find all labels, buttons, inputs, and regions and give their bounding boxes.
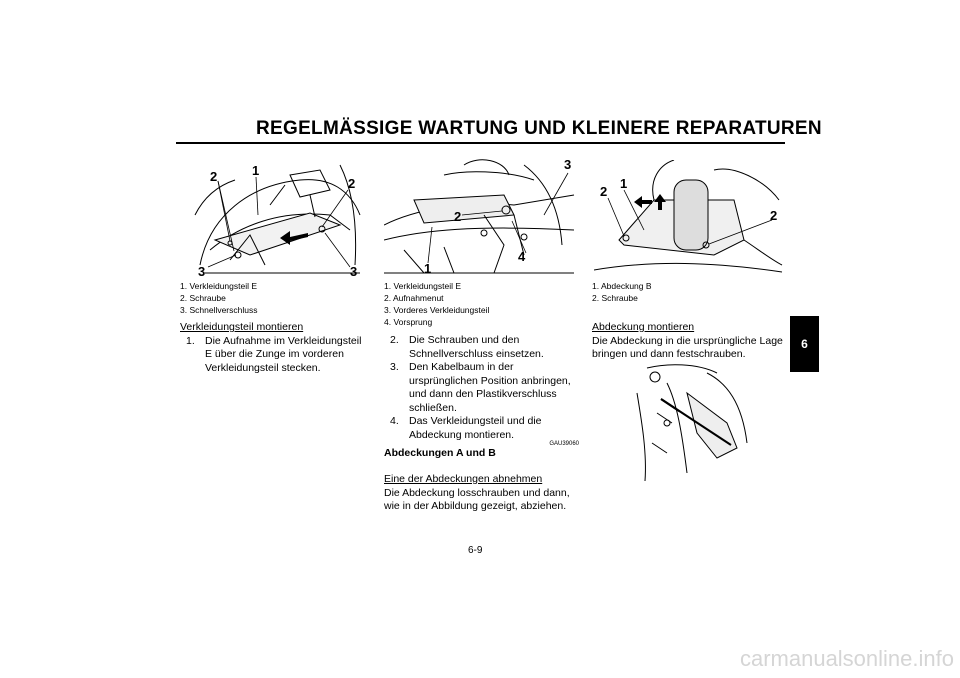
legend-item: 1. Verkleidungsteil E [180, 281, 258, 291]
figure-1-legend: 1. Verkleidungsteil E 2. Schraube 3. Sch… [180, 280, 257, 316]
legend-item: 1. Verkleidungsteil E [384, 281, 462, 291]
chapter-tab: 6 [790, 316, 819, 372]
legend-item: 3. Schnellverschluss [180, 305, 258, 315]
page-number: 6-9 [468, 545, 483, 556]
callout-2: 2 [770, 208, 777, 223]
instruction-step: 1. Die Aufnahme im Verkleidungsteil E üb… [180, 335, 372, 376]
column-3-text: Abdeckung montieren Die Abdeckung in die… [592, 321, 787, 362]
legend-item: 2. Schraube [592, 293, 638, 303]
step-text: Die Aufnahme im Verkleidungsteil E über … [205, 334, 362, 374]
title-rule [176, 142, 785, 144]
step-text: Das Verkleidungsteil und die Abdeckung m… [409, 415, 542, 441]
column-1-text: Verkleidungsteil montieren 1. Die Aufnah… [180, 321, 372, 375]
legend-item: 2. Schraube [180, 293, 226, 303]
instruction-step: 4. Das Verkleidungsteil und die Abdeckun… [384, 415, 579, 442]
callout-3: 3 [198, 264, 205, 279]
figure-4-illustration [627, 363, 752, 483]
step-number: 3. [390, 361, 399, 373]
callout-2: 2 [348, 176, 355, 191]
instruction-step: 3. Den Kabelbaum in der ursprünglichen P… [384, 361, 579, 415]
figure-3-illustration: 2 1 2 [594, 160, 784, 278]
legend-item: 1. Abdeckung B [592, 281, 652, 291]
callout-2: 2 [210, 169, 217, 184]
step-text: Die Schrauben und den Schnellverschluss … [409, 334, 544, 360]
instruction-step: 2. Die Schrauben und den Schnellverschlu… [384, 334, 579, 361]
watermark: carmanualsonline.info [739, 646, 954, 671]
legend-item: 3. Vorderes Verkleidungsteil [384, 305, 490, 315]
column-2-steps: 2. Die Schrauben und den Schnellverschlu… [384, 334, 579, 442]
reference-code: GAU39060 [549, 441, 579, 447]
figure-1-illustration: 2 1 2 3 3 [190, 155, 368, 280]
callout-1: 1 [252, 163, 259, 178]
subheading-abdeckung-montieren: Abdeckung montieren [592, 321, 695, 333]
callout-1: 1 [620, 176, 627, 191]
page-title: REGELMÄSSIGE WARTUNG UND KLEINERE REPARA… [256, 118, 822, 139]
legend-item: 2. Aufnahmenut [384, 293, 444, 303]
step-number: 2. [390, 334, 399, 346]
callout-1: 1 [424, 261, 431, 276]
figure-2-illustration: 3 2 4 1 [384, 155, 576, 280]
subheading-verkleidungsteil-montieren: Verkleidungsteil montieren [180, 321, 304, 333]
paragraph: Die Abdeckung in die ursprüngliche Lage … [592, 334, 783, 361]
callout-3: 3 [350, 264, 357, 279]
step-text: Den Kabelbaum in der ursprünglichen Posi… [409, 361, 571, 414]
section-heading-abdeckungen: Abdeckungen A und B [384, 447, 496, 459]
callout-3: 3 [564, 157, 571, 172]
paragraph: Die Abdeckung losschrauben und dann, wie… [384, 486, 570, 513]
callout-2: 2 [454, 209, 461, 224]
step-number: 4. [390, 415, 399, 427]
figure-3-legend: 1. Abdeckung B 2. Schraube [592, 280, 652, 304]
subheading-abdeckung-abnehmen: Eine der Abdeckungen abnehmen [384, 473, 543, 485]
figure-2-legend: 1. Verkleidungsteil E 2. Aufnahmenut 3. … [384, 280, 489, 328]
legend-item: 4. Vorsprung [384, 317, 433, 327]
column-2-paragraph: Eine der Abdeckungen abnehmen Die Abdeck… [384, 473, 579, 514]
callout-2: 2 [600, 184, 607, 199]
step-number: 1. [186, 334, 195, 347]
callout-4: 4 [518, 249, 526, 264]
